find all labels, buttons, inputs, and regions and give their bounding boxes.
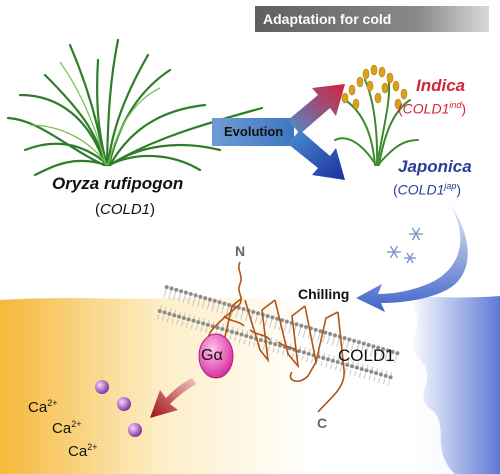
wild-rice-plant bbox=[6, 38, 264, 177]
snowflake-icon bbox=[387, 227, 423, 264]
section-banner: Adaptation for cold bbox=[255, 6, 489, 32]
galpha-protein bbox=[198, 333, 234, 379]
calcium-label: Ca2+ bbox=[68, 442, 98, 460]
indica-label: Indica bbox=[416, 76, 466, 95]
cold1-protein-label: COLD1 bbox=[338, 346, 395, 365]
galpha-label: Gα bbox=[201, 347, 223, 364]
calcium-label: Ca2+ bbox=[52, 419, 82, 437]
indica-gene-label: (COLD1ind) bbox=[398, 100, 467, 117]
wild-gene-label: (COLD1) bbox=[95, 201, 156, 218]
evolution-arrow bbox=[212, 84, 345, 180]
cultivated-rice-plant bbox=[334, 64, 419, 166]
japonica-label: Japonica bbox=[398, 157, 472, 176]
n-terminus-label: N bbox=[235, 243, 246, 259]
chilling-label: Chilling bbox=[298, 286, 350, 302]
species-name: Oryza rufipogon bbox=[52, 174, 184, 193]
cold1-protein bbox=[207, 261, 345, 413]
evolution-label: Evolution bbox=[224, 124, 284, 139]
calcium-label: Ca2+ bbox=[28, 398, 58, 416]
japonica-gene-label: (COLD1jap) bbox=[393, 181, 462, 198]
chilling-arrow bbox=[356, 190, 468, 312]
calcium-ions bbox=[95, 380, 142, 437]
c-terminus-label: C bbox=[317, 415, 328, 431]
calcium-influx-arrow bbox=[150, 378, 196, 418]
